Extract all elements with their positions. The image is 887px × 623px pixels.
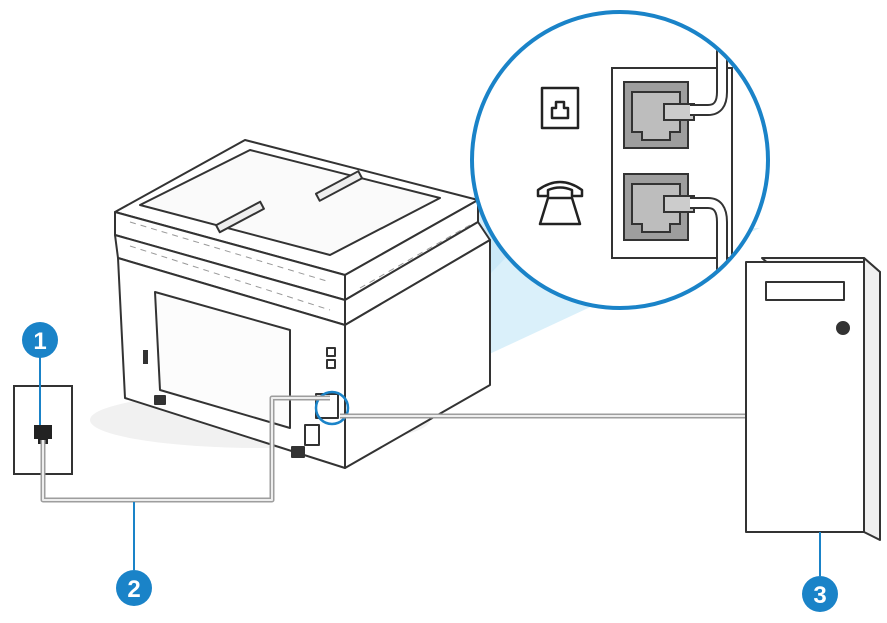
- phone-jack-icon: [540, 86, 580, 130]
- ext-port: [623, 173, 695, 241]
- callout-1-label: 1: [33, 328, 46, 355]
- callout-3: 3: [802, 576, 838, 612]
- phone-cord: [40, 395, 330, 503]
- callout-2-label: 2: [127, 576, 140, 603]
- callout-1: 1: [22, 322, 58, 358]
- telephone-icon: [536, 180, 584, 226]
- power-button: [836, 321, 850, 335]
- printer: [114, 139, 491, 469]
- port-highlight-ring: [314, 390, 350, 426]
- wall-jack-socket-icon: [34, 425, 52, 444]
- computer: [745, 257, 881, 541]
- drive-bay: [765, 281, 845, 301]
- line-port: [623, 81, 695, 149]
- callout-3-label: 3: [813, 582, 826, 609]
- port-zoom: [470, 10, 770, 310]
- callout-2: 2: [116, 570, 152, 606]
